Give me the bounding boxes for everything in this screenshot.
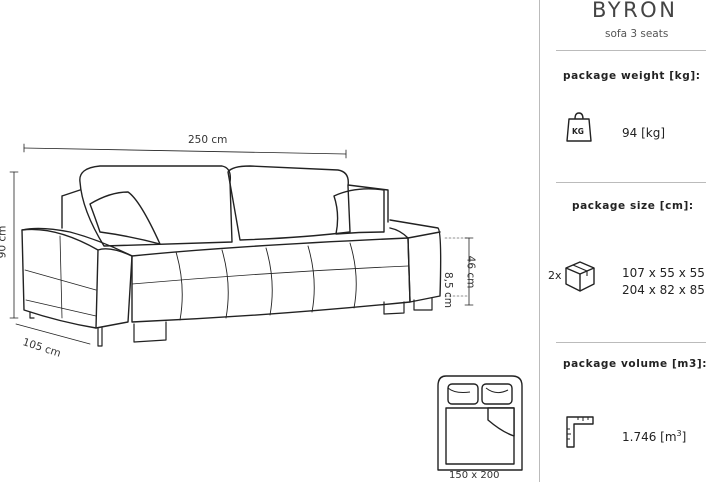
volume-heading: package volume [m3]: xyxy=(563,358,708,370)
seat-height-label: 46 cm xyxy=(464,255,477,289)
product-type: sofa 3 seats xyxy=(605,28,669,40)
product-name: BYRON xyxy=(592,0,678,22)
weight-icon-text: KG xyxy=(572,127,584,136)
bed-size-label: 150 x 200 xyxy=(449,470,500,481)
size-value-2: 204 x 82 x 85 xyxy=(622,283,705,297)
separator xyxy=(556,342,706,343)
weight-value: 94 [kg] xyxy=(622,126,666,140)
weight-heading: package weight [kg]: xyxy=(563,70,701,82)
sofa-drawing xyxy=(9,143,523,471)
leg-height-label: 8,5 cm xyxy=(442,271,455,309)
volume-number: 1.746 [m xyxy=(622,430,677,444)
size-value-1: 107 x 55 x 55 xyxy=(622,266,705,280)
separator xyxy=(556,182,706,183)
volume-value: 1.746 [m3] xyxy=(622,429,686,444)
height-label: 90 cm xyxy=(0,225,9,259)
width-label: 250 cm xyxy=(188,134,228,146)
volume-unit-sup: 3 xyxy=(676,429,682,438)
ruler-icon xyxy=(566,416,594,448)
separator xyxy=(556,50,706,51)
package-count: 2x xyxy=(548,269,562,282)
panel-divider xyxy=(539,0,540,482)
volume-unit-close: ] xyxy=(681,430,687,444)
bed-icon xyxy=(437,375,523,471)
box-icon xyxy=(565,261,595,292)
size-heading: package size [cm]: xyxy=(572,200,694,212)
weight-icon xyxy=(566,112,592,142)
